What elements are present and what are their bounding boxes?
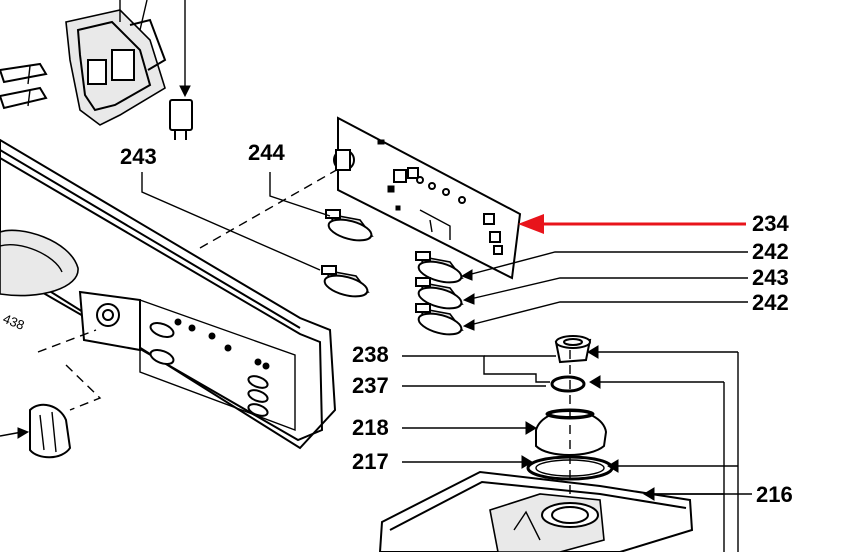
selector-knob [0,403,72,459]
callout-216: 216 [756,482,793,507]
control-panel-fascia: 438 [0,138,337,450]
leader-243-top [141,172,321,271]
leader-238-left [402,355,550,383]
callout-242-b: 242 [752,290,789,315]
button-244 [325,209,374,242]
rod-pair [0,62,48,110]
highlight-arrow-234 [518,214,746,234]
callout-237: 237 [352,373,389,398]
callout-218: 218 [352,415,389,440]
knob-leader-dash-2 [65,364,102,411]
callout-243-right: 243 [752,265,789,290]
mounting-dash-line [199,167,341,249]
callout-243-top: 243 [120,144,157,169]
callout-238: 238 [352,342,389,367]
leader-242-a [463,251,748,277]
ring-237 [550,375,586,393]
dome-218 [535,408,608,456]
knob-leader-dash-1 [37,329,97,353]
button-243-right [415,277,464,310]
cap-238 [554,335,592,364]
circuit-board [333,116,522,280]
callout-242-a: 242 [752,239,789,264]
base-216 [378,470,694,552]
callout-217: 217 [352,449,389,474]
callout-244: 244 [248,140,285,165]
leader-243-right [465,277,748,301]
callout-234: 234 [752,211,789,236]
switch-relay-assembly [65,0,193,140]
button-243-left [321,265,370,298]
leader-244 [269,172,331,217]
leader-242-b [465,301,748,327]
button-242-lower [415,303,464,336]
panel-model-text: 438 [1,311,27,333]
